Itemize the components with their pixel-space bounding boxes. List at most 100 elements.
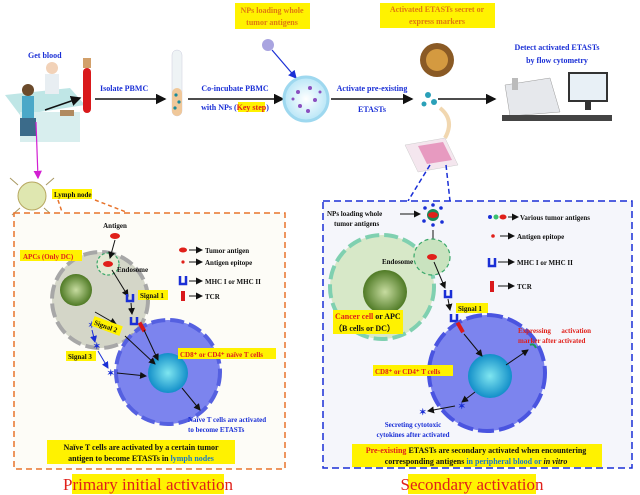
- primary-summary: Naïve T cells are activated by a certain…: [63, 443, 219, 452]
- curved-arrow: [438, 106, 451, 139]
- mhc-icon: [129, 317, 139, 326]
- nps-label-2: tumor antigens: [334, 220, 379, 228]
- primary-legend: Tumor antigen Antigen epitope MHC I or M…: [178, 246, 261, 301]
- cytokine-star-icon: ✶: [419, 407, 427, 417]
- legend-label: TCR: [205, 293, 221, 301]
- arrow: [111, 269, 129, 297]
- mhc-icon: [449, 314, 459, 323]
- nps-label: NPs loading whole: [327, 210, 382, 218]
- secondary-activation-panel: NPs loading whole tumor antigens Endosom…: [322, 200, 633, 494]
- marker-label-2: marker after activated: [518, 337, 585, 345]
- antigen-icon: [427, 254, 437, 260]
- nps-label-2: tumor antigens: [246, 18, 298, 27]
- pbmc-tube-icon: [171, 49, 183, 117]
- epitope-icon: [491, 234, 495, 238]
- summary-highlight: [47, 440, 235, 464]
- apcs-highlight: [20, 250, 82, 261]
- apc-nucleus: [60, 274, 92, 306]
- signal3-highlight: [66, 351, 96, 361]
- apcs-label: APCs (Only DC): [23, 253, 74, 261]
- arrow: [445, 298, 453, 311]
- t-cell-nucleus: [148, 353, 188, 393]
- legend-label: Tumor antigen: [205, 247, 249, 255]
- signal1-highlight: [138, 290, 168, 300]
- antigen-label: Antigen: [103, 222, 127, 230]
- lymph-node-label: Lymph node: [54, 191, 92, 199]
- activated-label: Activated ETASTs secret or: [390, 5, 485, 14]
- primary-title-highlight: [72, 474, 224, 494]
- epitope-icon: [181, 260, 185, 264]
- antigen-icon: [103, 261, 113, 267]
- tcr-icon: [490, 281, 494, 292]
- nps-label-highlight: [235, 3, 310, 29]
- antigen-np-cluster-icon: [422, 203, 444, 227]
- legend-label: Various tumor antigens: [520, 214, 590, 222]
- mhc-icon: [125, 294, 135, 303]
- summary-highlight: [352, 444, 602, 467]
- legend-label: MHC I or MHC II: [205, 278, 261, 286]
- zoom-line: [94, 199, 127, 213]
- cytokine-star-icon: ✶: [458, 401, 466, 411]
- primary-summary-2: antigen to become ETASTs in lymph nodes: [68, 454, 214, 463]
- arrow: [90, 329, 97, 343]
- activated-label-highlight: [380, 3, 495, 28]
- cell-nucleus: [363, 270, 407, 314]
- tcell-highlight: [373, 365, 453, 376]
- nps-label: NPs loading whole: [240, 6, 304, 15]
- arrow: [505, 349, 529, 366]
- coincubate-label: Co-incubate PBMC: [201, 84, 269, 93]
- tumor-antigen-icon: [499, 214, 507, 220]
- key-step-highlight: [238, 102, 265, 112]
- detect-label: Detect activated ETASTs: [515, 43, 600, 52]
- tcr-icon: [137, 321, 147, 333]
- cancer-cell-label: Cancer cell or APC: [335, 312, 401, 321]
- signal1-label: Signal 1: [458, 305, 482, 313]
- zoom-line: [57, 199, 63, 213]
- mhc-icon: [443, 290, 453, 299]
- primary-activation-panel: Antigen APCs (Only DC) Endosome Tumor an…: [13, 212, 286, 494]
- blood-draw-illustration: [5, 62, 85, 142]
- cancer-cell-label-2: （B cells or DC）: [334, 323, 395, 333]
- secondary-summary-2: corresponding antigens in peripheral blo…: [385, 457, 568, 466]
- activation-marker-icon: [529, 343, 537, 349]
- lymph-node-highlight: [52, 189, 92, 199]
- signal2-highlight: [91, 316, 123, 336]
- arrow: [116, 371, 147, 379]
- marker-label: Expressing activation: [518, 327, 591, 335]
- lymph-node-icon: [9, 177, 55, 216]
- isolate-label: Isolate PBMC: [100, 84, 148, 93]
- arrow: [181, 387, 201, 411]
- workflow: Get blood Isolate PBMC Co-incubate PBMC …: [5, 3, 612, 216]
- tumor-antigen-icon: [493, 214, 499, 220]
- arrow: [97, 350, 109, 369]
- naive-tcell-label: CD8⁺ or CD4⁺ naïve T cells: [180, 351, 263, 359]
- secreting-label: Secreting cytotoxic: [385, 421, 441, 429]
- endosome-label: Endosome: [382, 258, 413, 266]
- tumor-antigen-icon: [488, 215, 492, 219]
- naive-activated-label: Naïve T cells are activated: [188, 416, 266, 424]
- cytokine-star-icon: ✶: [93, 341, 101, 351]
- arrow: [127, 302, 135, 315]
- well-plate-icon: [404, 137, 459, 173]
- activated-cell-icon: [420, 43, 454, 107]
- activate-label: Activate pre-existing: [337, 84, 408, 93]
- naive-activated-label-2: to become ETASTs: [188, 426, 245, 434]
- t-cell-nucleus: [468, 354, 512, 398]
- arrow: [33, 121, 42, 180]
- legend-label: MHC I or MHC II: [517, 259, 573, 267]
- detect-label-2: by flow cytometry: [526, 56, 588, 65]
- blood-tube-icon: [83, 58, 91, 113]
- tcell-highlight: [178, 348, 276, 359]
- tcr-icon: [455, 321, 465, 334]
- activate-label-2: ETASTs: [358, 105, 386, 114]
- arrow: [94, 311, 117, 325]
- legend-label: Antigen epitope: [205, 259, 252, 267]
- arrow: [124, 335, 156, 365]
- activated-label-2: express markers: [409, 17, 465, 26]
- flow-cytometer-icon: [502, 72, 612, 121]
- arrow: [463, 333, 483, 357]
- arrow: [44, 95, 82, 111]
- arrow: [427, 405, 456, 414]
- legend-label: TCR: [517, 283, 533, 291]
